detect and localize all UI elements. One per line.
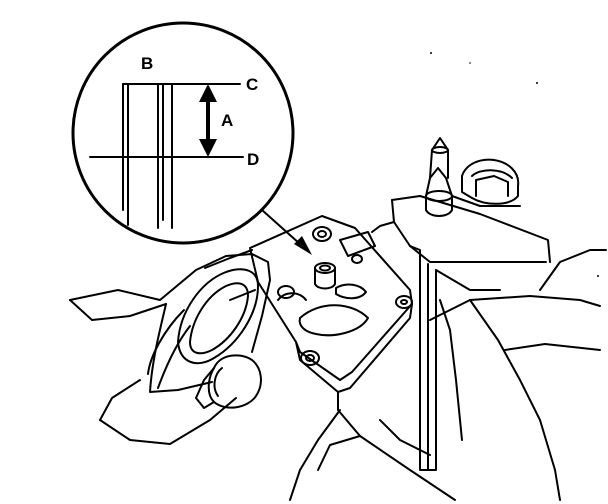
callout-arrow <box>261 209 312 255</box>
label-c: C <box>246 75 258 94</box>
label-d: D <box>247 150 259 169</box>
speckles <box>430 52 599 277</box>
tool-handle <box>69 253 271 445</box>
plate-holes <box>277 226 413 366</box>
label-b: B <box>141 54 153 73</box>
dimension-arrow-a <box>199 84 217 157</box>
detail-inset: A B C D <box>71 21 295 245</box>
label-a: A <box>221 111 233 130</box>
valve-body-post <box>371 137 551 471</box>
valve-pin <box>314 262 336 290</box>
valve-body-casting <box>204 215 607 501</box>
